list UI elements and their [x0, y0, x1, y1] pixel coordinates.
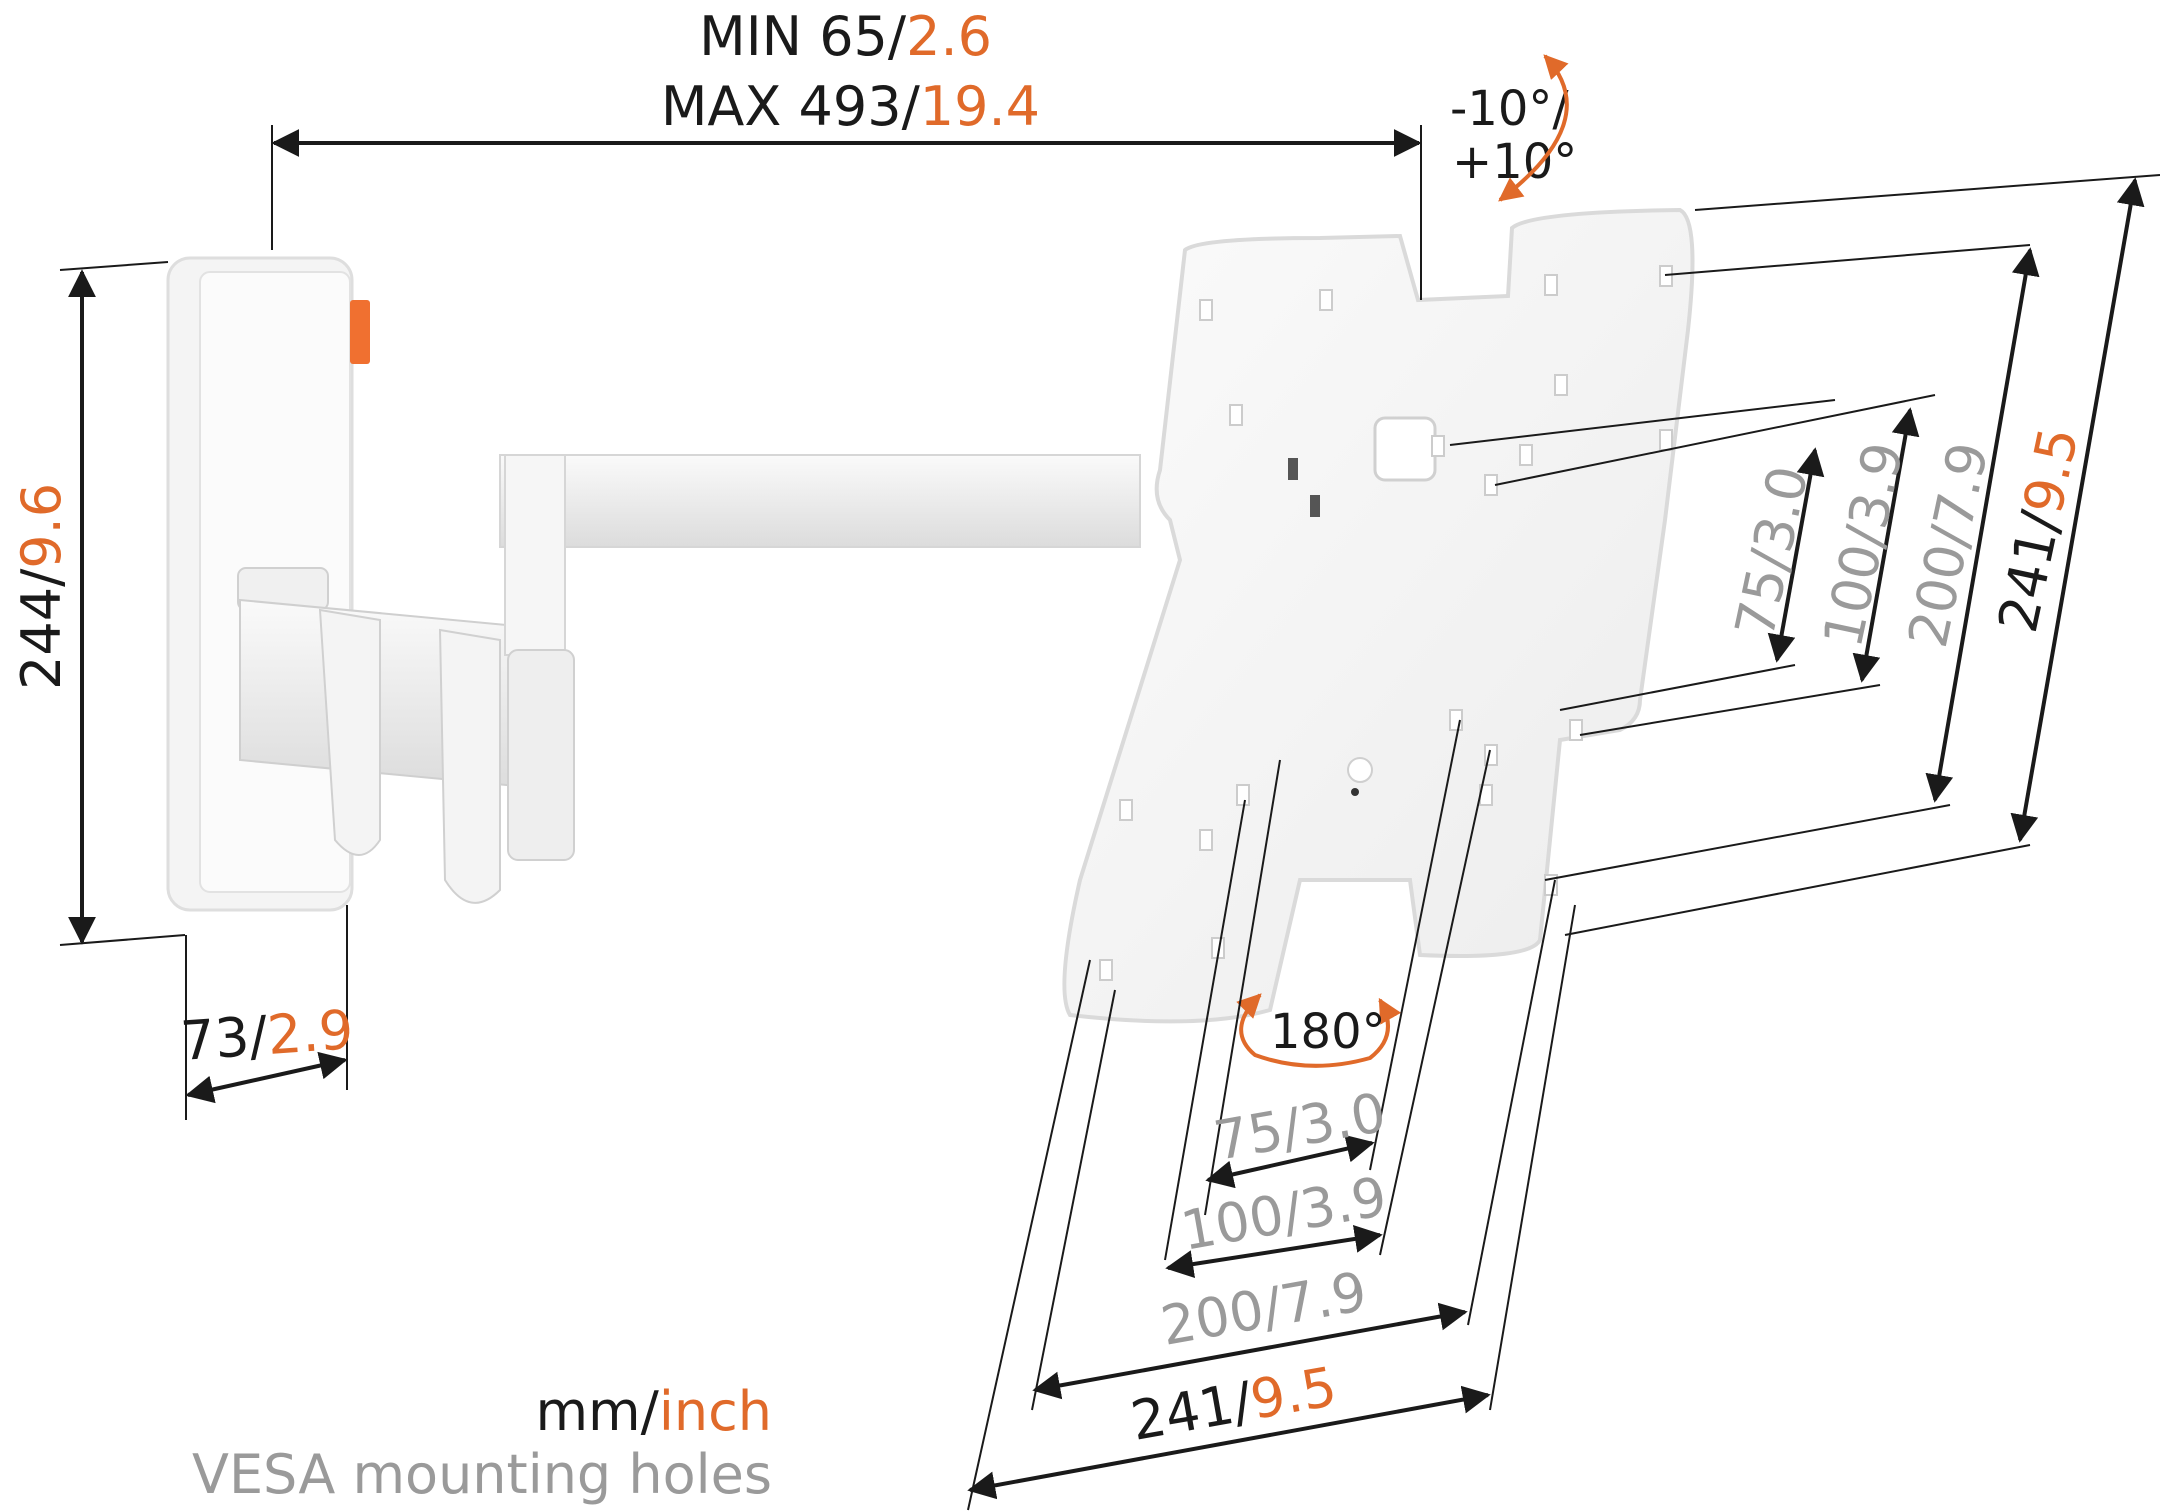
- vesa-v-75: 75/3.0: [1723, 461, 1821, 643]
- tilt-line2: +10°: [1452, 134, 1577, 190]
- legend: mm/inch VESA mounting holes: [192, 1380, 772, 1506]
- reach-min-inch: 2.6: [906, 5, 992, 68]
- vesa-h-200: 200/7.9: [1156, 1260, 1371, 1358]
- reach-max-inch: 19.4: [920, 75, 1040, 138]
- reach-min-mm: MIN 65/: [699, 5, 907, 68]
- legend-mm: mm/: [535, 1380, 659, 1443]
- reach-dimension: MIN 65/2.6 MAX 493/19.4: [271, 5, 1422, 300]
- reach-max-mm: MAX 493/: [661, 75, 921, 138]
- lock-tab: [350, 300, 370, 364]
- legend-vesa-note: VESA mounting holes: [192, 1443, 772, 1506]
- vesa-plate: [1062, 207, 1695, 1024]
- tilt-arrow-icon: [1498, 54, 1569, 202]
- tilt-indicator: -10°/ +10°: [1450, 54, 1577, 202]
- legend-units: mm/inch: [192, 1380, 772, 1443]
- tilt-line1: -10°/: [1450, 81, 1569, 137]
- rotation-arrow-icon: [1236, 993, 1402, 1068]
- svg-text:MIN 65/2.6: MIN 65/2.6: [699, 5, 992, 68]
- svg-text:73/2.9: 73/2.9: [179, 998, 356, 1073]
- wall-height-dimension: 244/9.6: [10, 261, 186, 946]
- center-slot: [1373, 416, 1437, 482]
- wall-depth-dimension: 73/2.9: [179, 905, 356, 1120]
- legend-inch: inch: [658, 1380, 772, 1443]
- vesa-v-200: 200/7.9: [1896, 437, 2001, 653]
- swing-arm: [237, 454, 1141, 904]
- rotation-indicator: 180°: [1236, 993, 1402, 1068]
- svg-text:MAX 493/19.4: MAX 493/19.4: [661, 75, 1040, 138]
- rotation-label: 180°: [1270, 1004, 1386, 1060]
- svg-text:244/9.6: 244/9.6: [10, 483, 73, 690]
